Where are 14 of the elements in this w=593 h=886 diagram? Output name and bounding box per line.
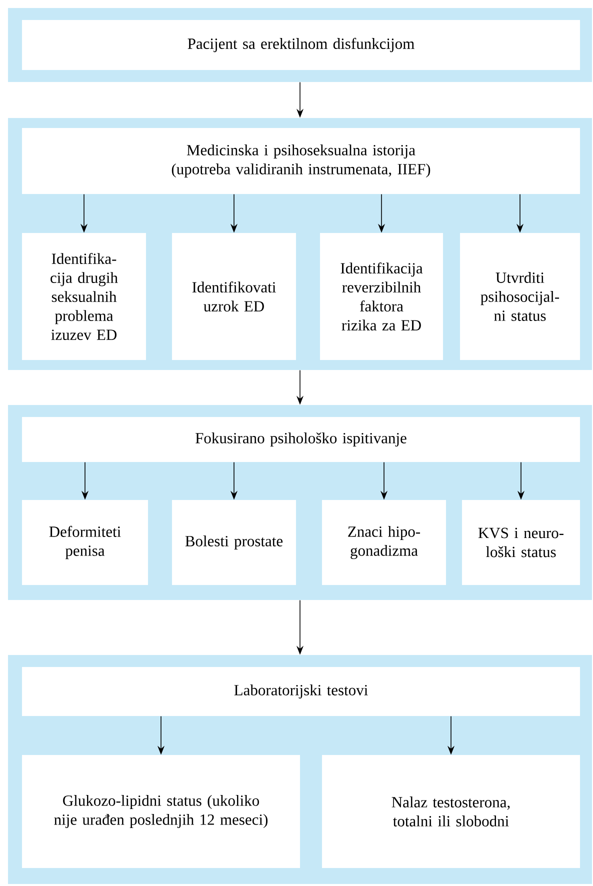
text-box: Pacijent sa erektilnom disfunkcijom	[22, 20, 580, 70]
text-box: Glukozo-lipidni status (ukoliko nije urađen poslednjih 12 meseci)	[22, 755, 300, 868]
text-box: Fokusirano psihološko ispitivanje	[22, 417, 580, 462]
text-box: Identifika- cija drugih seksualnih problema izuzev ED	[22, 233, 146, 360]
text-box: Identifikacija reverzibilnih faktora rizika za ED	[320, 233, 443, 360]
text-box: Bolesti prostate	[172, 500, 296, 585]
text-box: KVS i neuro- loški status	[462, 500, 580, 585]
text-box: Deformiteti penisa	[22, 500, 148, 585]
text-box: Identifikovati uzrok ED	[172, 233, 296, 360]
text-box: Znaci hipo- gonadizma	[322, 500, 446, 585]
text-box: Medicinska i psihoseksualna istorija (upotreba validiranih instrumenata, IIEF)	[22, 128, 580, 194]
text-box: Nalaz testosterona, totalni ili slobodni	[322, 755, 580, 868]
text-box: Laboratorijski testovi	[22, 667, 580, 716]
text-box: Utvrditi psihosocijal- ni status	[460, 233, 580, 360]
